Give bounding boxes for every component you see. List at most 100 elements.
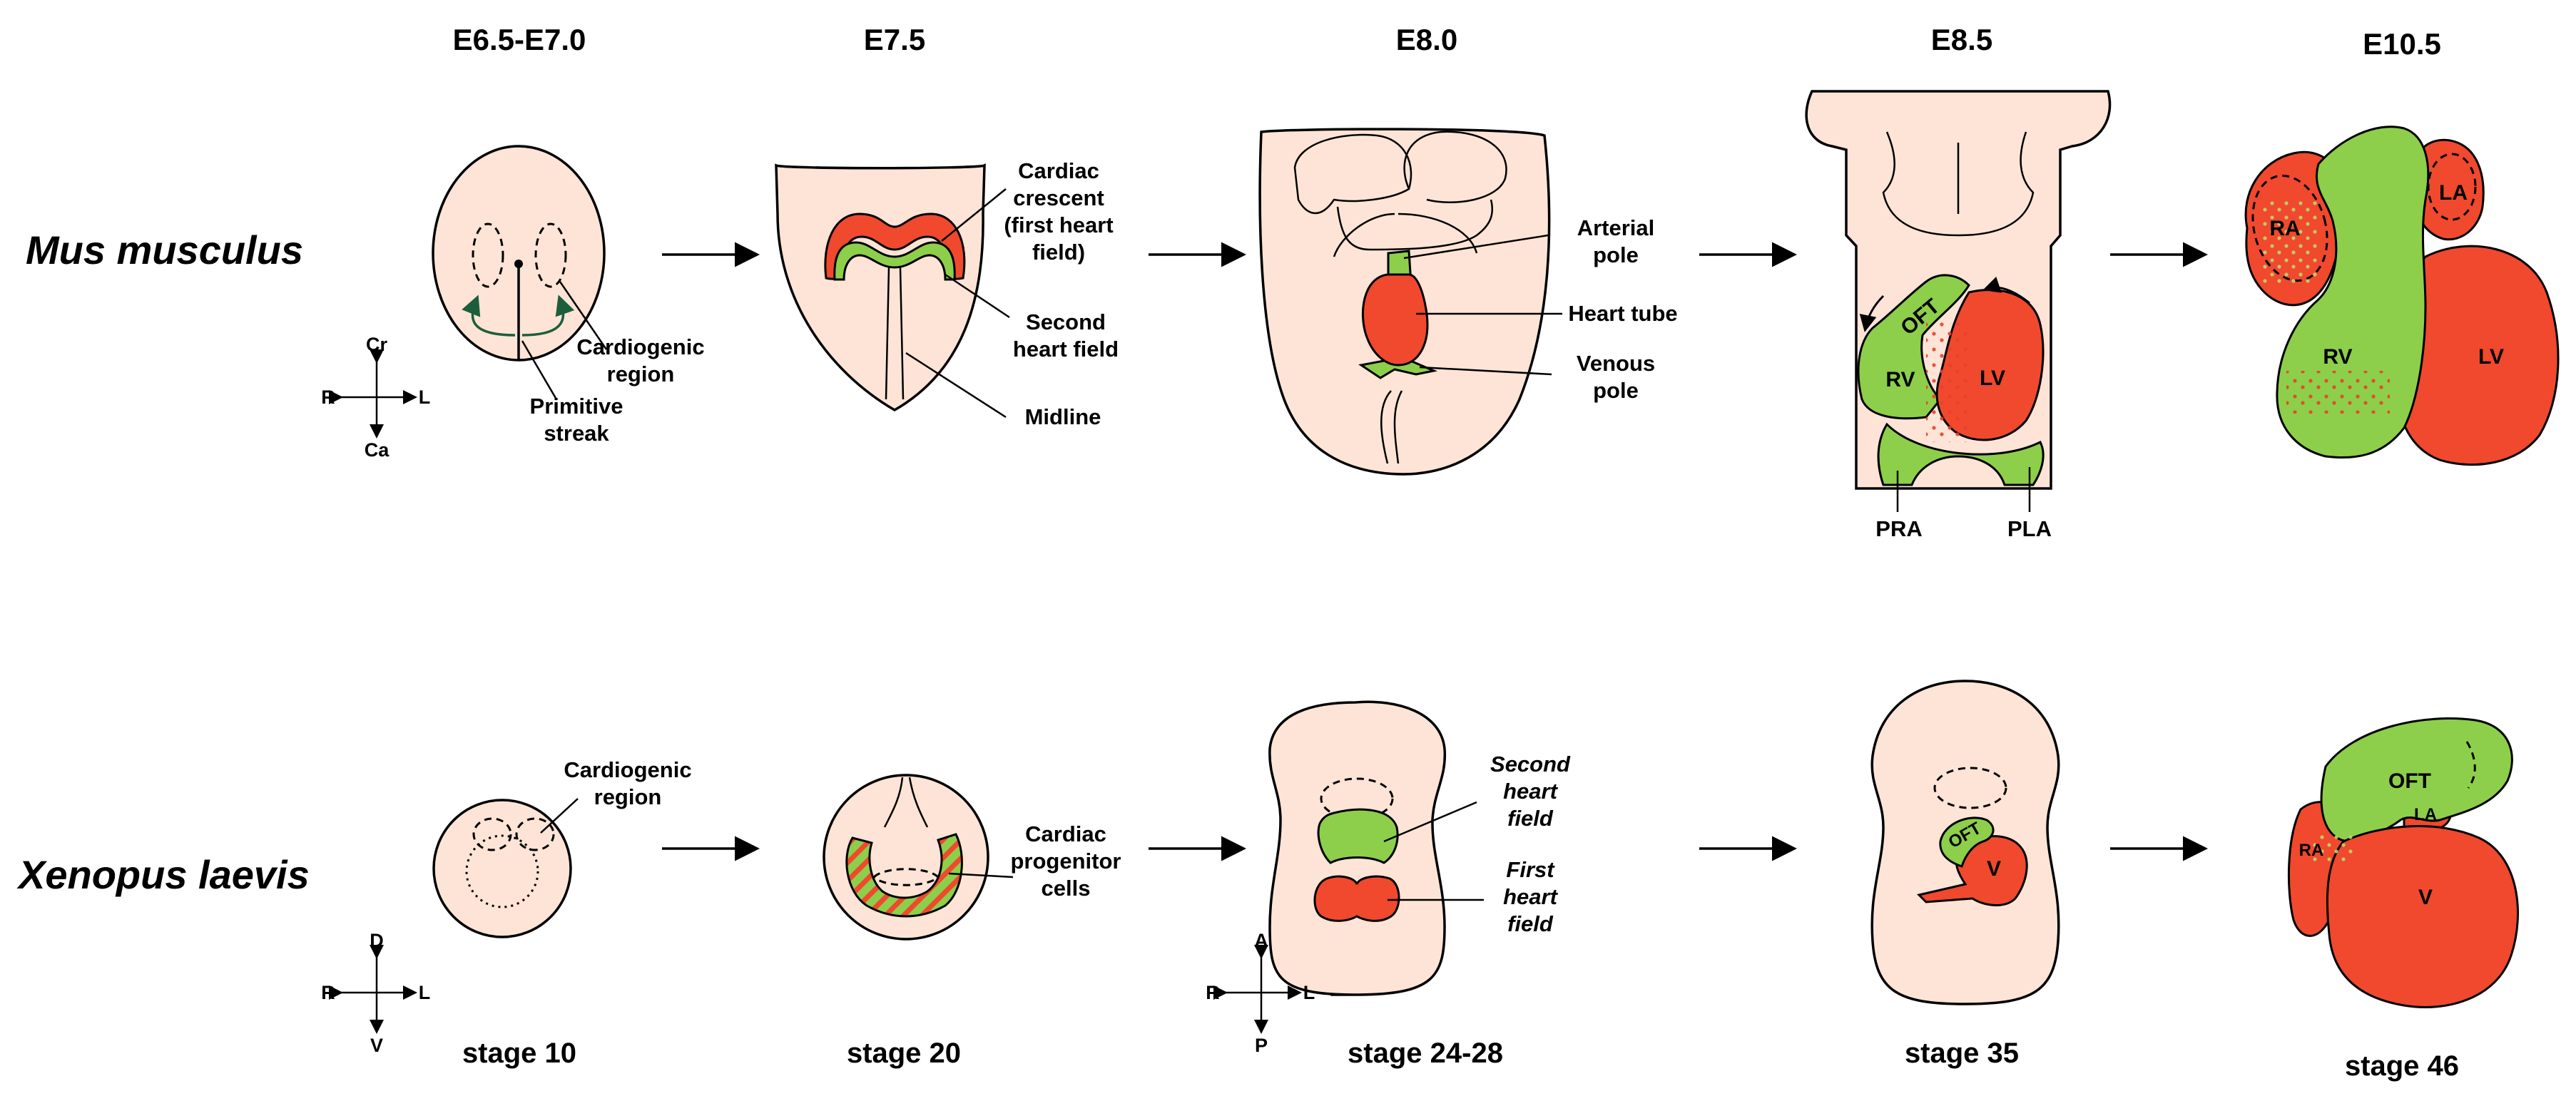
label-frog-fhf-3: field — [1507, 911, 1554, 936]
header-e85: E8.5 — [1931, 23, 1992, 56]
leader-crescent — [941, 188, 1007, 242]
frog-s35-oft — [1939, 816, 1995, 868]
organ-ra-e105: RA — [2269, 217, 2300, 240]
frog-s10-embryo — [432, 799, 572, 938]
label-progenitor-3: cells — [1042, 876, 1091, 901]
footer-s24: stage 24-28 — [1348, 1038, 1503, 1069]
frog-s20-embryo — [823, 774, 989, 941]
mouse-e75-embryo — [775, 163, 986, 412]
footer-s20: stage 20 — [847, 1038, 961, 1069]
label-arterial-1: Arterial — [1577, 215, 1655, 240]
label-crescent-4: field) — [1032, 240, 1085, 265]
organ-la-s46: LA — [2414, 805, 2437, 824]
mouse-e65-embryo — [432, 145, 606, 362]
axis-r-frog2: R — [1206, 982, 1220, 1003]
label-frog-cardiogenic-1: Cardiogenic — [564, 757, 691, 782]
organ-v-s46: V — [2418, 886, 2433, 909]
axis-ca: Ca — [365, 439, 390, 461]
cardiogenic-region-right — [534, 222, 567, 288]
stage-headers: E6.5-E7.0 E7.5 E8.0 E8.5 E10.5 — [453, 23, 2441, 61]
axis-v: V — [370, 1035, 383, 1056]
organ-lv-e85: LV — [1980, 367, 2005, 390]
label-midline: Midline — [1025, 404, 1101, 429]
label-frog-fhf-2: heart — [1503, 884, 1558, 909]
axis-compass-frog: D V R L — [321, 930, 430, 1056]
stage-footers: stage 10 stage 20 stage 24-28 stage 35 s… — [462, 1038, 2459, 1082]
leader-progenitor — [948, 872, 1014, 879]
axis-r-frog: R — [321, 982, 335, 1003]
label-frog-shf-2: heart — [1503, 779, 1558, 804]
heart-tube — [1361, 273, 1429, 367]
label-shf-1: Second — [1026, 309, 1106, 334]
cardiac-progenitor-cells — [845, 833, 963, 918]
header-e65: E6.5-E7.0 — [453, 23, 586, 56]
footer-s35: stage 35 — [1905, 1038, 2019, 1069]
label-crescent-2: crescent — [1013, 185, 1104, 210]
e85-rv-oft — [1857, 274, 1970, 420]
label-frog-fhf-1: First — [1506, 857, 1555, 882]
label-cardiogenic-2: region — [607, 362, 675, 386]
mouse-e80-embryo — [1258, 128, 1551, 476]
organ-ra-s46: RA — [2299, 841, 2324, 860]
mouse-e105-heart — [2244, 126, 2560, 466]
header-e80: E8.0 — [1396, 23, 1457, 56]
label-venous-2: pole — [1593, 378, 1639, 403]
species-mouse: Mus musculus — [26, 227, 303, 272]
leader-shf — [945, 273, 1010, 319]
organ-la-e105: LA — [2439, 181, 2468, 205]
axis-cr: Cr — [366, 334, 387, 355]
second-heart-field-e75 — [833, 241, 956, 281]
organ-v-s35: V — [1987, 857, 2001, 881]
label-arterial-2: pole — [1593, 242, 1639, 267]
label-crescent-3: (first heart — [1004, 212, 1113, 237]
organ-rv-e105: RV — [2323, 345, 2352, 369]
frog-s35-embryo — [1870, 680, 2060, 1005]
axis-l: L — [419, 386, 431, 408]
axis-r: R — [321, 386, 335, 408]
cardiogenic-region-left — [472, 222, 504, 288]
leader-frog-cardiogenic — [540, 798, 579, 834]
axis-compass-mouse: Cr Ca R L — [321, 334, 430, 461]
frog-s46-heart — [2287, 717, 2519, 1008]
leader-frog-shf — [1383, 801, 1477, 843]
frog-s24-embryo — [1268, 700, 1447, 996]
label-venous-1: Venous — [1577, 351, 1655, 376]
organ-oft-s46: OFT — [2388, 769, 2431, 793]
e85-inflow — [1877, 422, 2045, 486]
label-heart-tube: Heart tube — [1568, 301, 1677, 326]
leader-streak — [521, 340, 558, 400]
species-frog: Xenopus laevis — [16, 852, 310, 897]
header-e75: E7.5 — [864, 23, 925, 56]
leader-cardiogenic — [559, 281, 608, 350]
organ-rv-e85: RV — [1885, 368, 1915, 391]
label-progenitor-2: progenitor — [1011, 849, 1121, 874]
frog-s46-v — [2326, 825, 2519, 1008]
label-shf-2: heart field — [1013, 337, 1119, 362]
axis-l-frog: L — [419, 982, 431, 1003]
frog-s35-v — [1917, 835, 2028, 906]
label-pla: PLA — [2007, 516, 2052, 541]
axis-p: P — [1255, 1035, 1268, 1056]
label-frog-cardiogenic-2: region — [594, 784, 662, 809]
axis-compass-frog-ap: A P R L — [1206, 930, 1315, 1056]
label-cardiogenic-1: Cardiogenic — [576, 334, 704, 359]
label-streak-1: Primitive — [530, 394, 623, 419]
axis-l-frog2: L — [1303, 982, 1315, 1003]
first-heart-field-frog — [1313, 875, 1400, 922]
mouse-e85-embryo — [1805, 90, 2112, 490]
leader-midline — [905, 352, 1007, 419]
footer-s10: stage 10 — [462, 1038, 576, 1069]
axis-d: D — [370, 930, 384, 951]
second-heart-field-frog — [1317, 808, 1399, 864]
label-crescent-1: Cardiac — [1018, 158, 1099, 183]
label-frog-shf-3: field — [1507, 806, 1554, 831]
axis-a: A — [1254, 930, 1268, 951]
label-pra: PRA — [1875, 516, 1922, 541]
footer-s46: stage 46 — [2345, 1050, 2459, 1082]
header-e105: E10.5 — [2363, 27, 2441, 61]
organ-lv-e105: LV — [2478, 345, 2504, 369]
leader-venous — [1419, 366, 1552, 376]
label-frog-shf-1: Second — [1490, 752, 1571, 777]
leader-arterial — [1403, 234, 1549, 260]
